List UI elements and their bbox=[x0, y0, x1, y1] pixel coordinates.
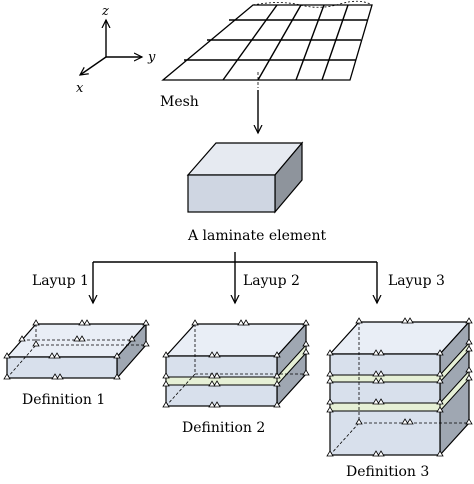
definition-3-block bbox=[328, 320, 471, 457]
coordinate-axes: z y x bbox=[76, 4, 156, 96]
z-axis-label: z bbox=[101, 4, 109, 19]
element-label: A laminate element bbox=[187, 228, 326, 244]
layup-3-label: Layup 3 bbox=[388, 273, 445, 289]
definition-1-block bbox=[5, 322, 148, 380]
definition-1-nodes bbox=[3, 319, 150, 380]
definition-2-label: Definition 2 bbox=[182, 420, 265, 436]
mesh-grid bbox=[161, 0, 373, 88]
y-axis-label: y bbox=[147, 50, 156, 65]
x-axis-arrow bbox=[80, 56, 107, 75]
mesh-label: Mesh bbox=[160, 94, 199, 110]
laminate-element-box bbox=[186, 141, 304, 214]
layup-2-label: Layup 2 bbox=[243, 273, 300, 289]
definition-2-block bbox=[164, 322, 308, 408]
definition-3-label: Definition 3 bbox=[346, 464, 429, 480]
x-axis-label: x bbox=[76, 81, 84, 96]
definition-2-nodes bbox=[162, 319, 310, 408]
layup-tree bbox=[93, 252, 377, 303]
definition-3-nodes bbox=[326, 317, 473, 457]
definition-1-label: Definition 1 bbox=[22, 392, 105, 408]
layup-1-label: Layup 1 bbox=[32, 273, 89, 289]
